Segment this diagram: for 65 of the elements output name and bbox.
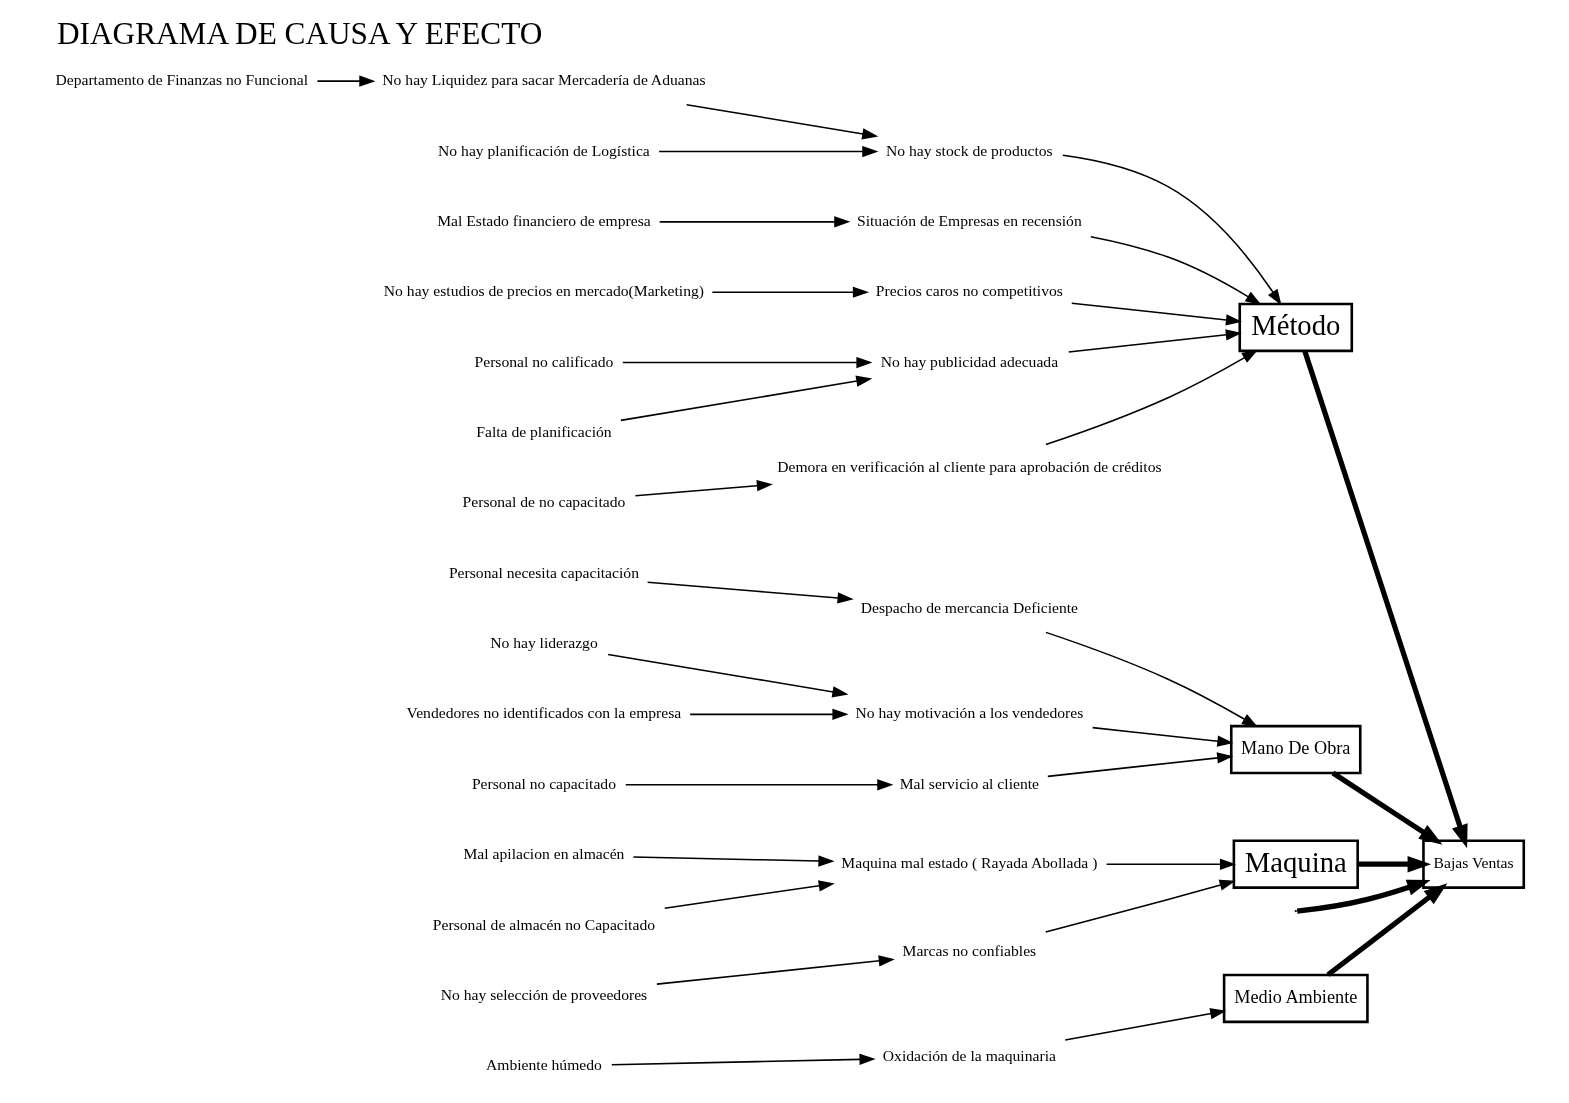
node-text: Despacho de mercancia Deficiente: [860, 598, 1078, 616]
arrow: [663, 880, 835, 909]
node-text: Marcas no confiables: [902, 941, 1036, 959]
arrow: [688, 708, 849, 721]
arrow: [1044, 631, 1258, 728]
node-text: No hay Liquidez para sacar Mercadería de Aduanas: [381, 71, 706, 89]
node-text: Personal no capacitado: [471, 774, 616, 792]
node-box: Maquina: [1232, 839, 1359, 889]
arrow: [610, 1053, 876, 1066]
diagram-title: DIAGRAMA DE CAUSA Y EFECTO: [56, 15, 542, 51]
arrow: [632, 855, 835, 867]
node-text: No hay publicidad adecuada: [880, 352, 1058, 370]
node-text: Vendedores no identificados con la empresa: [406, 704, 681, 722]
node-text: Mal servicio al cliente: [899, 774, 1039, 792]
node-text: Situación de Empresas en recensión: [856, 211, 1082, 229]
arrow: [1046, 752, 1233, 778]
node-text: No hay estudios de precios en mercado(Marketing): [383, 282, 704, 300]
arrow: [1061, 154, 1282, 306]
node-text: Departamento de Finanzas no Funcional: [54, 71, 308, 89]
arrow: [1063, 1008, 1226, 1041]
arrow: [1070, 302, 1242, 326]
node-text: Personal no calificado: [474, 352, 613, 370]
node-box: Bajas Ventas: [1421, 839, 1525, 889]
node-text: Oxidación de la maquinaria: [882, 1047, 1056, 1065]
node-text: Personal necesita capacitación: [448, 563, 639, 581]
node-text: Precios caros no competitivos: [875, 282, 1063, 300]
arrow: [1331, 770, 1442, 845]
node-text: Falta de planificación: [475, 422, 612, 440]
arrow: [619, 375, 872, 422]
arrow: [1105, 858, 1236, 870]
node-box: Medio Ambiente: [1222, 973, 1369, 1024]
arrow: [1089, 235, 1261, 305]
arrow: [1301, 350, 1468, 849]
arrow: [624, 779, 893, 791]
node-text: Personal de no capacitado: [462, 493, 625, 511]
node-text: No hay planificación de Logística: [437, 141, 650, 159]
arrow: [621, 356, 873, 369]
node-text: No hay liderazgo: [489, 634, 598, 652]
node-text: No hay selección de proveedores: [440, 985, 647, 1003]
arrow: [634, 480, 773, 497]
node-box: Mano De Obra: [1229, 724, 1362, 775]
node-text: Mal Estado financiero de empresa: [436, 211, 651, 229]
node-box: Método: [1237, 302, 1353, 353]
arrow: [1325, 879, 1447, 977]
arrow: [711, 286, 869, 298]
arrow: [1296, 879, 1431, 914]
node-text: Maquina mal estado ( Rayada Abollada ): [840, 854, 1097, 872]
arrow: [646, 581, 854, 604]
arrow: [1091, 726, 1233, 747]
arrow: [1067, 329, 1242, 353]
arrow: [1044, 879, 1236, 933]
arrow: [606, 653, 848, 698]
node-text: No hay motivación a los vendedores: [854, 704, 1083, 722]
node-text: Demora en verificación al cliente para aprobación de créditos: [776, 458, 1162, 476]
arrow: [658, 216, 850, 228]
node-text: Personal de almacén no Capacitado: [432, 915, 655, 933]
arrow: [1357, 855, 1431, 873]
arrow: [316, 75, 375, 87]
node-text: Ambiente húmedo: [485, 1056, 602, 1074]
arrow: [655, 955, 895, 985]
node-text: No hay stock de productos: [885, 141, 1053, 159]
arrow: [1044, 349, 1258, 446]
arrow: [685, 103, 878, 140]
node-text: Mal apilacion en almacén: [462, 845, 624, 863]
arrow: [657, 145, 878, 158]
